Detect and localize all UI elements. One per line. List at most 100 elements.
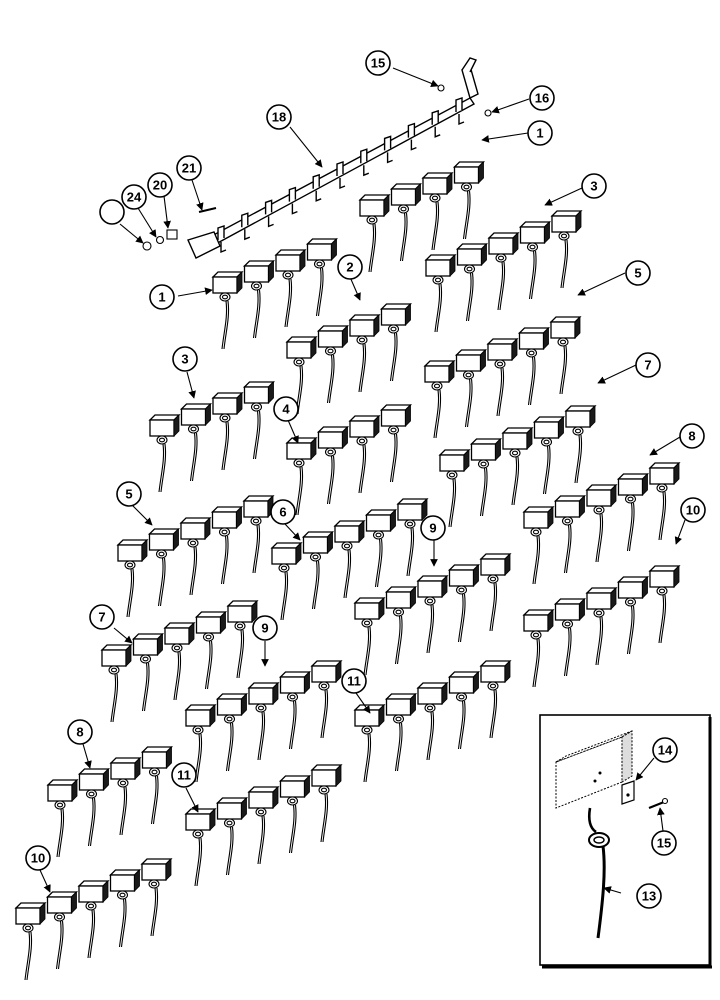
tine-pad <box>522 609 555 688</box>
svg-text:16: 16 <box>535 91 549 106</box>
callout-19: 20 <box>147 172 173 198</box>
svg-text:6: 6 <box>279 505 286 520</box>
tine-pad <box>616 576 650 655</box>
tine-pad <box>215 693 249 772</box>
hardware-parts <box>142 84 492 251</box>
tine-pad <box>274 249 307 328</box>
svg-text:7: 7 <box>98 610 105 625</box>
tine-pad <box>469 438 503 517</box>
callout-6: 6 <box>270 499 296 525</box>
svg-text:10: 10 <box>686 503 700 518</box>
tine-pad <box>179 517 212 596</box>
nut-part-16 <box>437 84 445 92</box>
tine-pad <box>389 183 423 262</box>
tine-pad <box>310 764 343 843</box>
tine-pad <box>479 553 512 632</box>
callout-9-left: 9 <box>252 615 278 641</box>
svg-text:10: 10 <box>31 851 45 866</box>
tine-pad <box>316 325 350 404</box>
tine-pad <box>242 381 276 460</box>
tine-pad-group <box>100 600 259 723</box>
shaft-bracket <box>288 186 298 215</box>
tine-pad <box>486 338 519 417</box>
callout-4: 4 <box>273 396 299 422</box>
svg-text:20: 20 <box>153 178 167 193</box>
shaft-bracket <box>431 109 441 138</box>
svg-text:24: 24 <box>127 190 142 205</box>
tine-pad-group <box>424 210 583 333</box>
tine-pad <box>131 633 165 712</box>
svg-text:14: 14 <box>658 743 673 758</box>
tine-pad <box>163 622 196 701</box>
tine-pad-group <box>358 161 486 273</box>
svg-text:11: 11 <box>177 768 191 783</box>
tine-pad-group <box>184 764 343 887</box>
tine-pad <box>100 644 133 723</box>
tine-pad-group <box>46 746 174 858</box>
tine-pad <box>553 495 587 574</box>
svg-text:4: 4 <box>282 402 290 417</box>
shaft-bracket <box>312 173 322 202</box>
tine-pad <box>278 775 312 854</box>
shaft-bracket <box>264 199 274 228</box>
tine-pad <box>564 405 597 484</box>
tine-pad <box>517 327 551 406</box>
svg-text:1: 1 <box>536 126 543 141</box>
tine-pad <box>247 682 280 761</box>
tine-pad <box>358 194 391 273</box>
tine-pad-assemblies <box>14 161 681 981</box>
tine-pad <box>116 539 149 618</box>
tine-pad <box>184 808 217 887</box>
svg-text:8: 8 <box>76 725 83 740</box>
tine-pad <box>447 564 481 643</box>
tine-pad <box>585 587 618 666</box>
tine-pad <box>14 902 47 981</box>
tine-pad <box>109 757 142 836</box>
tine-pad <box>194 611 228 690</box>
callout-11-right: 11 <box>341 668 367 694</box>
callout-1-top: 1 <box>527 120 553 146</box>
callout-10-left: 10 <box>25 845 51 871</box>
tine-pad <box>479 660 512 739</box>
tine-pad <box>532 416 566 495</box>
tine-pad <box>396 498 429 577</box>
tine-pad <box>447 671 481 750</box>
tine-pad <box>270 542 303 621</box>
svg-text:8: 8 <box>688 429 695 444</box>
tine-pad <box>553 598 587 677</box>
tine-pad <box>379 404 413 483</box>
tine-pad-group <box>14 858 173 981</box>
svg-text:5: 5 <box>634 266 641 281</box>
tine-pad <box>316 426 350 505</box>
tine-pad <box>210 506 244 585</box>
callout-17: 16 <box>529 85 555 111</box>
tine-pad <box>310 660 343 739</box>
tine-pad <box>648 565 681 644</box>
callout-16: 15 <box>365 50 391 76</box>
detail-pad <box>555 730 633 809</box>
tine-pad <box>242 260 276 339</box>
tine-pad <box>353 704 386 783</box>
callout-5-right: 5 <box>625 260 651 286</box>
callout-18: 18 <box>266 104 292 130</box>
svg-text:18: 18 <box>272 110 286 125</box>
tine-pad <box>487 232 520 311</box>
nut-part-17 <box>484 109 492 117</box>
top-shaft-assembly <box>187 57 479 259</box>
tine-pad <box>215 797 249 876</box>
tine-pad <box>211 392 244 471</box>
tine-pad <box>148 414 181 493</box>
callout-3-left: 3 <box>172 346 198 372</box>
tine-pad <box>384 586 418 665</box>
tine-pad <box>452 161 486 240</box>
nut-part-24 <box>142 241 152 251</box>
tine-pad-group <box>438 405 597 528</box>
tine-pad-group <box>184 660 343 783</box>
tine-pad <box>333 520 366 599</box>
svg-text:9: 9 <box>429 521 436 536</box>
bracket-part-14 <box>621 780 635 805</box>
tine-pad-group <box>285 404 413 516</box>
callout-3-right: 3 <box>581 173 607 199</box>
tine-part-13 <box>587 807 610 939</box>
